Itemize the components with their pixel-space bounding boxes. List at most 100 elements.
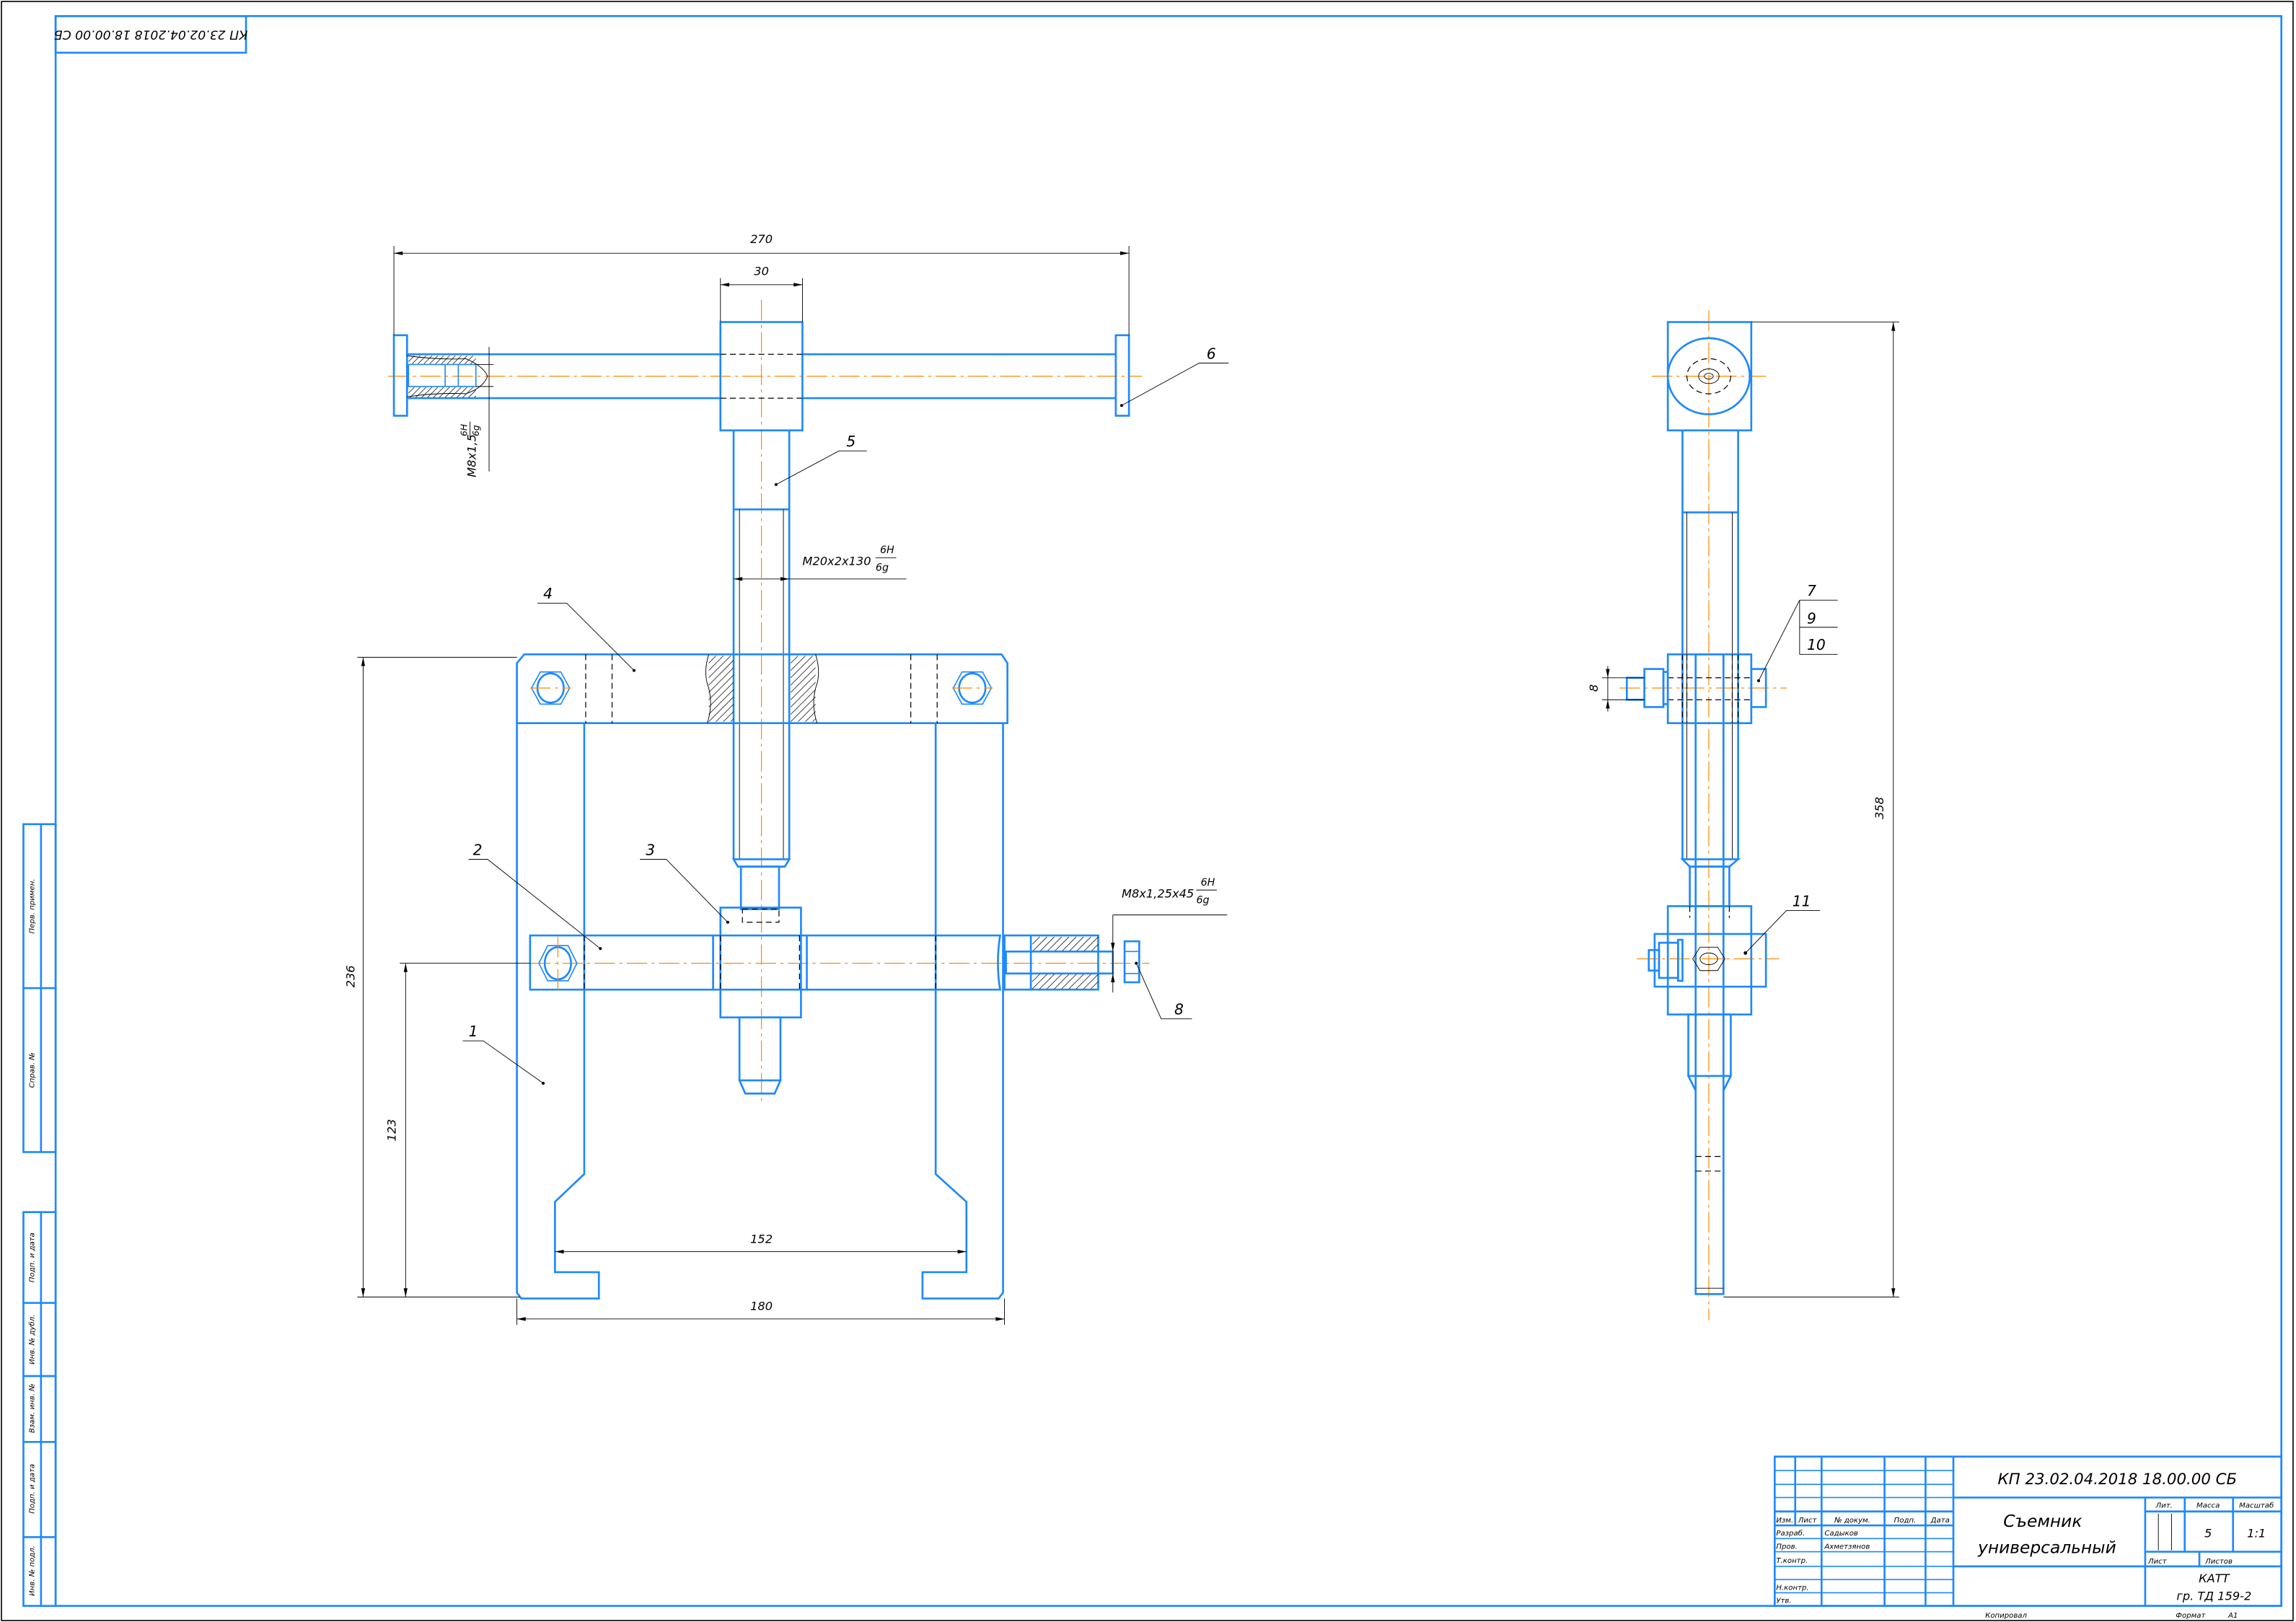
handle-bar [392,334,1130,417]
role-utv: Утв. [1776,1597,1791,1605]
dim-180: 180 [750,1300,773,1313]
hatch-line [708,656,731,679]
hatch-line [1039,974,1055,989]
bolt-head [1123,940,1140,984]
hatch-line [468,389,476,398]
hatch-line [447,355,456,364]
mass-value: 5 [2204,1526,2212,1540]
title-block: КП 23.02.04.2018 18.00.00 СБ Съемник уни… [1774,1455,2283,1620]
dim-270: 270 [750,232,773,246]
hatch-line [415,387,426,398]
dim-152: 152 [750,1232,773,1246]
hatch-line [459,355,467,364]
top-stamp: КП 23.02.04.2018 18.00.00 СБ [54,15,248,54]
leader-8: 8 [1174,1001,1184,1018]
leader-7: 7 [1807,582,1816,599]
hatch-line [427,387,439,398]
hatch-line [441,355,450,364]
dim-bolt-thread: M8x1,25x45 [1122,886,1194,900]
format-label: Формат [2176,1612,2206,1620]
hatch-line [798,704,816,722]
hatch-line [790,689,816,715]
mass-label: Масса [2196,1502,2220,1510]
hatch-line [708,682,734,708]
hatch-line [450,387,462,398]
person-prov: Ахметзянов [1824,1543,1870,1551]
leader-1: 1 [469,1023,478,1040]
hatch-line [1076,936,1091,951]
hatch-line [708,656,716,664]
hatch-line [1055,936,1070,951]
hatch-line [790,682,816,708]
strip-label: Справ. № [29,1052,37,1088]
side-view: 8 358 7 9 10 11 [1587,310,1899,1321]
leader-2: 2 [473,841,483,858]
hatch-line [1068,974,1084,989]
hatch-line [730,718,734,722]
header-izm: Изм. [1776,1517,1793,1525]
tolerance-bottom: 6g [471,425,481,436]
product-name-line1: Съемник [2003,1511,2082,1531]
leader-10: 10 [1807,636,1826,653]
dim-screw-thread: M20x2x130 [802,554,871,568]
hatch-line [812,718,816,722]
hatch-line [410,387,421,398]
hatch-line [1069,936,1084,951]
header-list: Лист [1798,1517,1818,1525]
hatch-line [708,667,734,693]
crossbar [516,653,1008,725]
header-doc: № докум. [1834,1517,1870,1525]
hatch-line [453,355,462,364]
front-view: 270 30 M8x1,5 6H 6g M20x2x130 6H 6g [344,232,1229,1325]
hatch-line [1032,974,1047,989]
hatch-line [790,656,806,671]
dim-236: 236 [344,965,358,987]
hatch-line [1061,974,1077,989]
role-prov: Пров. [1776,1543,1797,1551]
top-stamp-text: КП 23.02.04.2018 18.00.00 СБ [54,27,248,42]
role-tkontr: Т.контр. [1776,1557,1808,1565]
hatch-line [708,660,734,686]
hatch-line [1047,974,1062,989]
rod-side [1694,653,1725,1295]
hatch-line [790,656,799,664]
leader-11: 11 [1793,892,1811,909]
strip-label: Инв. № дубл. [28,1315,37,1365]
format-value: А1 [2227,1612,2238,1620]
hatch-line [429,355,439,364]
hatch-line [433,387,444,398]
hatch-line [1040,936,1055,951]
hatch-line [1062,936,1077,951]
strip-label: Подп. и дата [29,1464,37,1514]
dim-8: 8 [1587,684,1601,692]
hatch-line [708,656,724,671]
hatch-line [444,387,456,398]
leaders-front: 1 2 3 4 5 6 8 [462,345,1229,1085]
hatch-line [1032,936,1040,945]
hatch-line [708,674,734,700]
hatch [1032,936,1099,989]
hex-nut-icon [951,671,993,705]
screw-side [1680,430,1741,907]
lower-bar [529,907,1140,1019]
hatch-line [408,387,415,394]
strip-label: Перв. примен. [29,878,37,933]
hatch-line [1083,936,1099,951]
tolerance-bottom: 6g [1196,894,1209,906]
dim-358: 358 [1873,797,1886,819]
organization: КАТТ [2199,1572,2230,1585]
hatch-line [1047,936,1062,951]
hatch-line [408,355,415,362]
dim-30: 30 [754,265,769,278]
hatch-line [470,358,476,364]
dim-123: 123 [385,1119,399,1142]
hatch-line [708,696,734,722]
hatch-line [457,387,467,398]
lit-label: Лит. [2155,1502,2173,1510]
leader-3: 3 [646,841,655,858]
handle-block [719,321,804,432]
sheets-label: Листов [2204,1558,2233,1566]
tolerance-top: 6H [1201,877,1215,889]
hatch-line [790,674,816,700]
